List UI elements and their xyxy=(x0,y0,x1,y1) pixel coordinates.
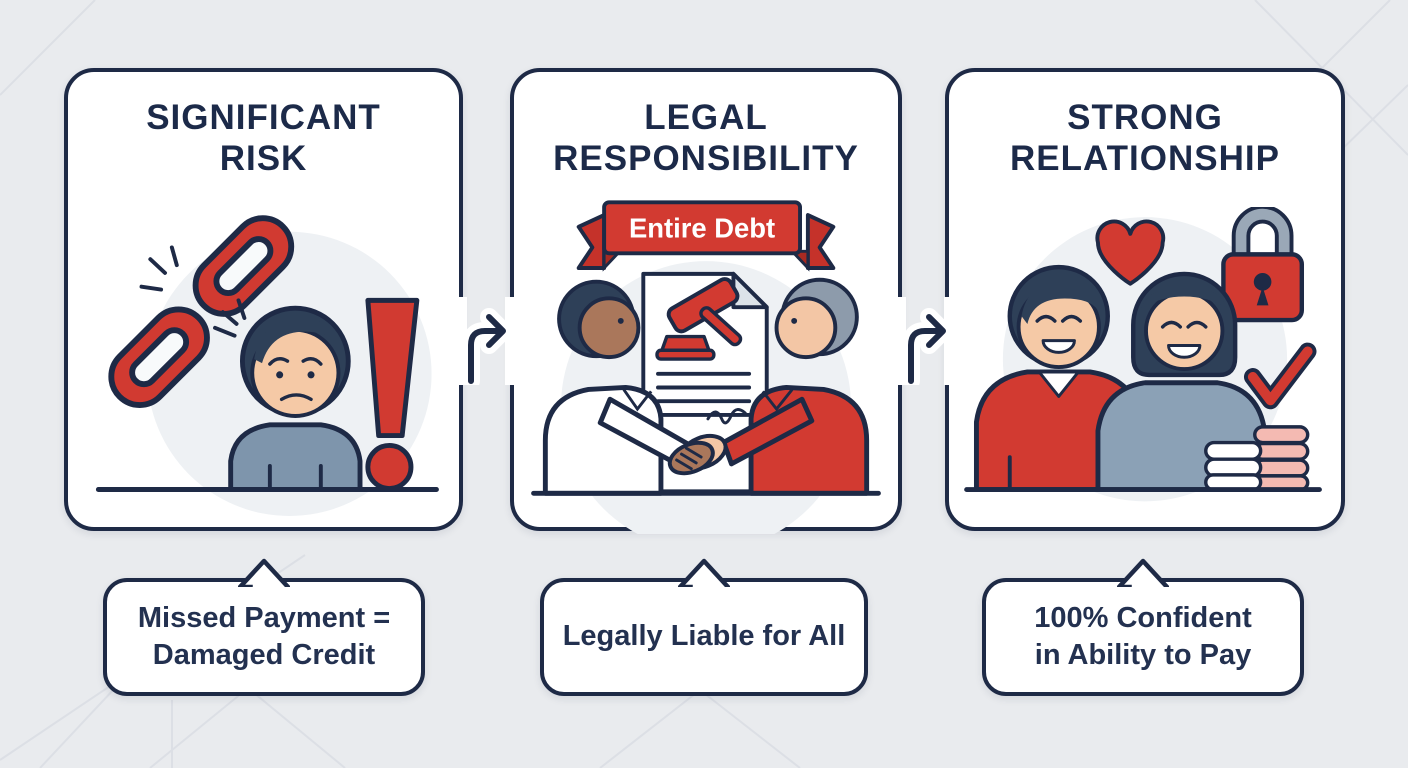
panel-title-line1: LEGAL xyxy=(644,98,768,137)
bubble-pointer xyxy=(1117,557,1169,587)
caption-bubble-legal: Legally Liable for All xyxy=(540,558,868,696)
panel-title-line2: RESPONSIBILITY xyxy=(553,138,859,178)
caption-line1: Legally Liable for All xyxy=(562,620,846,653)
worried-person xyxy=(228,305,363,492)
arrow-right-icon xyxy=(875,285,975,390)
panel-strong-relationship: STRONG RELATIONSHIP xyxy=(945,68,1345,531)
exclamation-mark-icon xyxy=(365,297,420,491)
panel-title: SIGNIFICANT RISK xyxy=(68,98,459,180)
bubble-pointer xyxy=(238,557,290,587)
panel-legal-responsibility: LEGAL RESPONSIBILITY Entire Debt xyxy=(510,68,902,534)
broken-chain-icon xyxy=(108,215,295,408)
panel-title-line2: RELATIONSHIP xyxy=(1010,138,1280,178)
caption-line2: Damaged Credit xyxy=(152,639,376,671)
handshake xyxy=(597,396,815,476)
arrow-right-icon xyxy=(435,285,535,390)
panel-significant-risk: SIGNIFICANT RISK xyxy=(64,68,463,531)
caption-bubble-relationship: 100% Confident in Ability to Pay xyxy=(982,558,1304,696)
panel-title-line1: SIGNIFICANT xyxy=(146,98,381,137)
panel-title: LEGAL RESPONSIBILITY xyxy=(514,98,898,180)
padlock-icon xyxy=(1221,207,1305,323)
panel-title: STRONG RELATIONSHIP xyxy=(949,98,1341,180)
woman-figure xyxy=(1095,271,1268,493)
panel-title-line1: STRONG xyxy=(1067,98,1223,137)
bubble-pointer xyxy=(678,557,730,587)
relationship-illustration xyxy=(949,207,1341,535)
right-person xyxy=(748,277,870,496)
coin-stacks-icon xyxy=(1204,425,1310,492)
risk-illustration xyxy=(68,199,459,535)
caption-bubble-risk: Missed Payment = Damaged Credit xyxy=(103,558,425,696)
banner-label: Entire Debt xyxy=(629,213,775,244)
caption-line2: in Ability to Pay xyxy=(1034,639,1252,671)
ribbon-banner: Entire Debt xyxy=(576,200,836,272)
gavel-icon xyxy=(655,277,743,361)
document-text-lines xyxy=(656,371,752,417)
caption-line1: Missed Payment = xyxy=(137,601,391,634)
legal-illustration: Entire Debt xyxy=(514,192,898,534)
panel-title-line2: RISK xyxy=(219,138,308,178)
signature-squiggle xyxy=(706,408,747,425)
heart-icon xyxy=(1095,219,1166,286)
caption-line1: 100% Confident xyxy=(1034,601,1252,634)
checkmark-icon xyxy=(1243,342,1317,410)
